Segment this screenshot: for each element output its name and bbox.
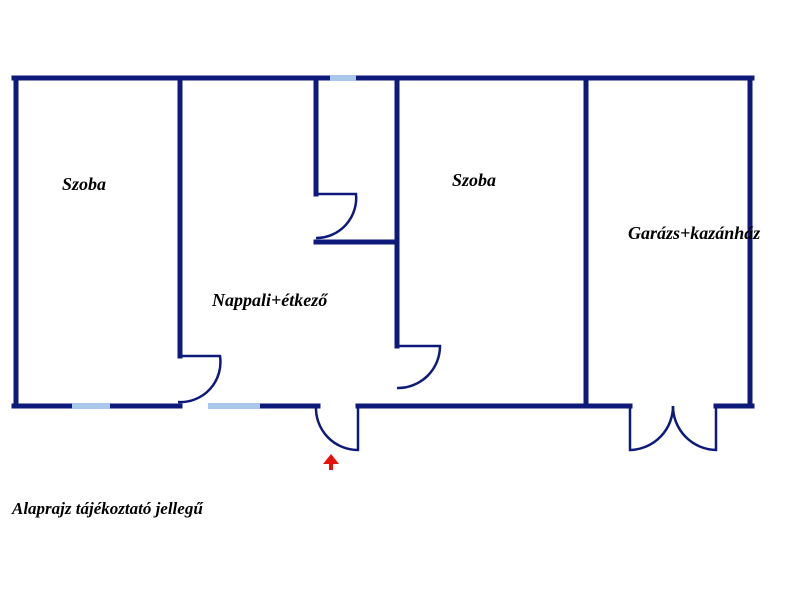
door-garage-left [628, 405, 675, 452]
room-label-szoba-left: Szoba [62, 174, 106, 194]
door-garage-right [671, 405, 718, 452]
arrow-shaft [329, 463, 333, 470]
arrow-head [323, 454, 339, 464]
door-right-room [396, 344, 442, 390]
room-label-nappali: Nappali+étkező [211, 290, 328, 310]
room-label-szoba-right: Szoba [452, 170, 496, 190]
door-left-room [177, 354, 222, 404]
interior-walls [177, 75, 589, 409]
room-label-garazs: Garázs+kazánház [628, 223, 760, 243]
door-entrance [314, 405, 360, 452]
doors [177, 192, 718, 452]
windows [72, 75, 356, 409]
outer-walls [11, 75, 755, 409]
entrance-arrow-icon [323, 454, 339, 470]
disclaimer-note: Alaprajz tájékoztató jellegű [11, 499, 203, 518]
door-closet [315, 192, 358, 240]
